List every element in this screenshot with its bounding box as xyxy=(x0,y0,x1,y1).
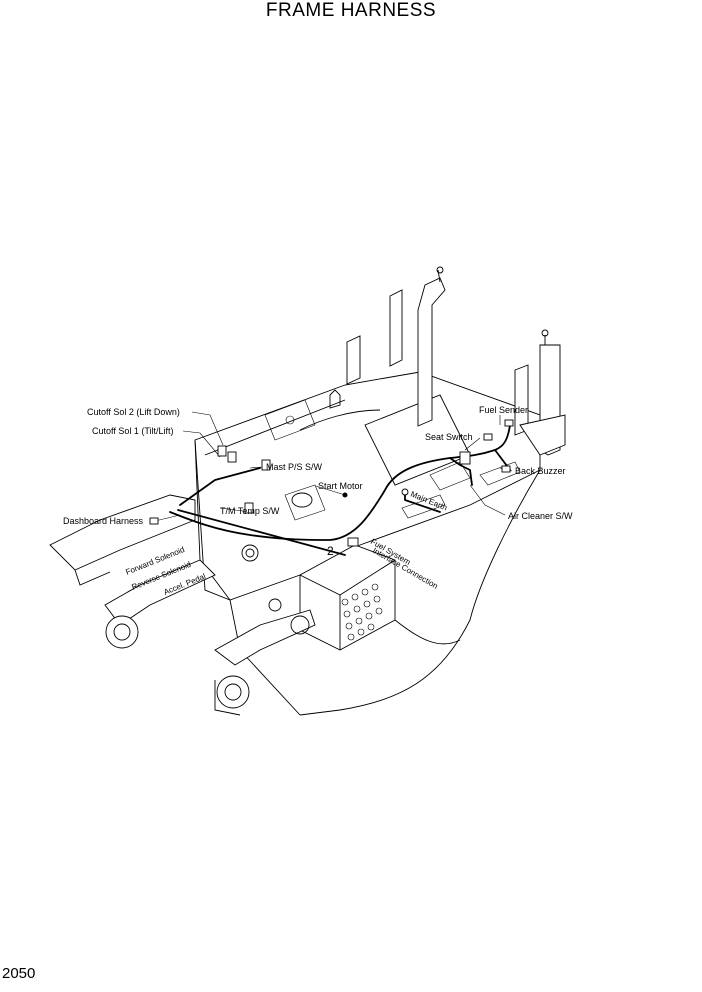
label-dashboard-harness: Dashboard Harness xyxy=(63,516,144,526)
label-air-cleaner-sw: Air Cleaner S/W xyxy=(508,511,573,521)
label-seat-switch: Seat Switch xyxy=(425,432,473,442)
label-mast-ps-sw: Mast P/S S/W xyxy=(266,462,323,472)
label-start-motor: Start Motor xyxy=(318,481,363,491)
label-tm-temp-sw: T/M Temp S/W xyxy=(220,506,280,516)
harness-wire xyxy=(169,424,511,556)
label-cutoff-sol-1: Cutoff Sol 1 (Tilt/Lift) xyxy=(92,426,174,436)
label-cutoff-sol-2: Cutoff Sol 2 (Lift Down) xyxy=(87,407,180,417)
page-title: FRAME HARNESS xyxy=(265,0,437,21)
connector-markers xyxy=(149,419,514,547)
label-ref-2: 2 xyxy=(327,544,334,558)
page-number: 2050 xyxy=(2,965,36,982)
label-fuel-sender: Fuel Sender xyxy=(479,405,528,415)
frame-structure xyxy=(49,266,566,716)
label-back-buzzer: Back Buzzer xyxy=(515,466,566,476)
step-holes xyxy=(341,583,383,641)
